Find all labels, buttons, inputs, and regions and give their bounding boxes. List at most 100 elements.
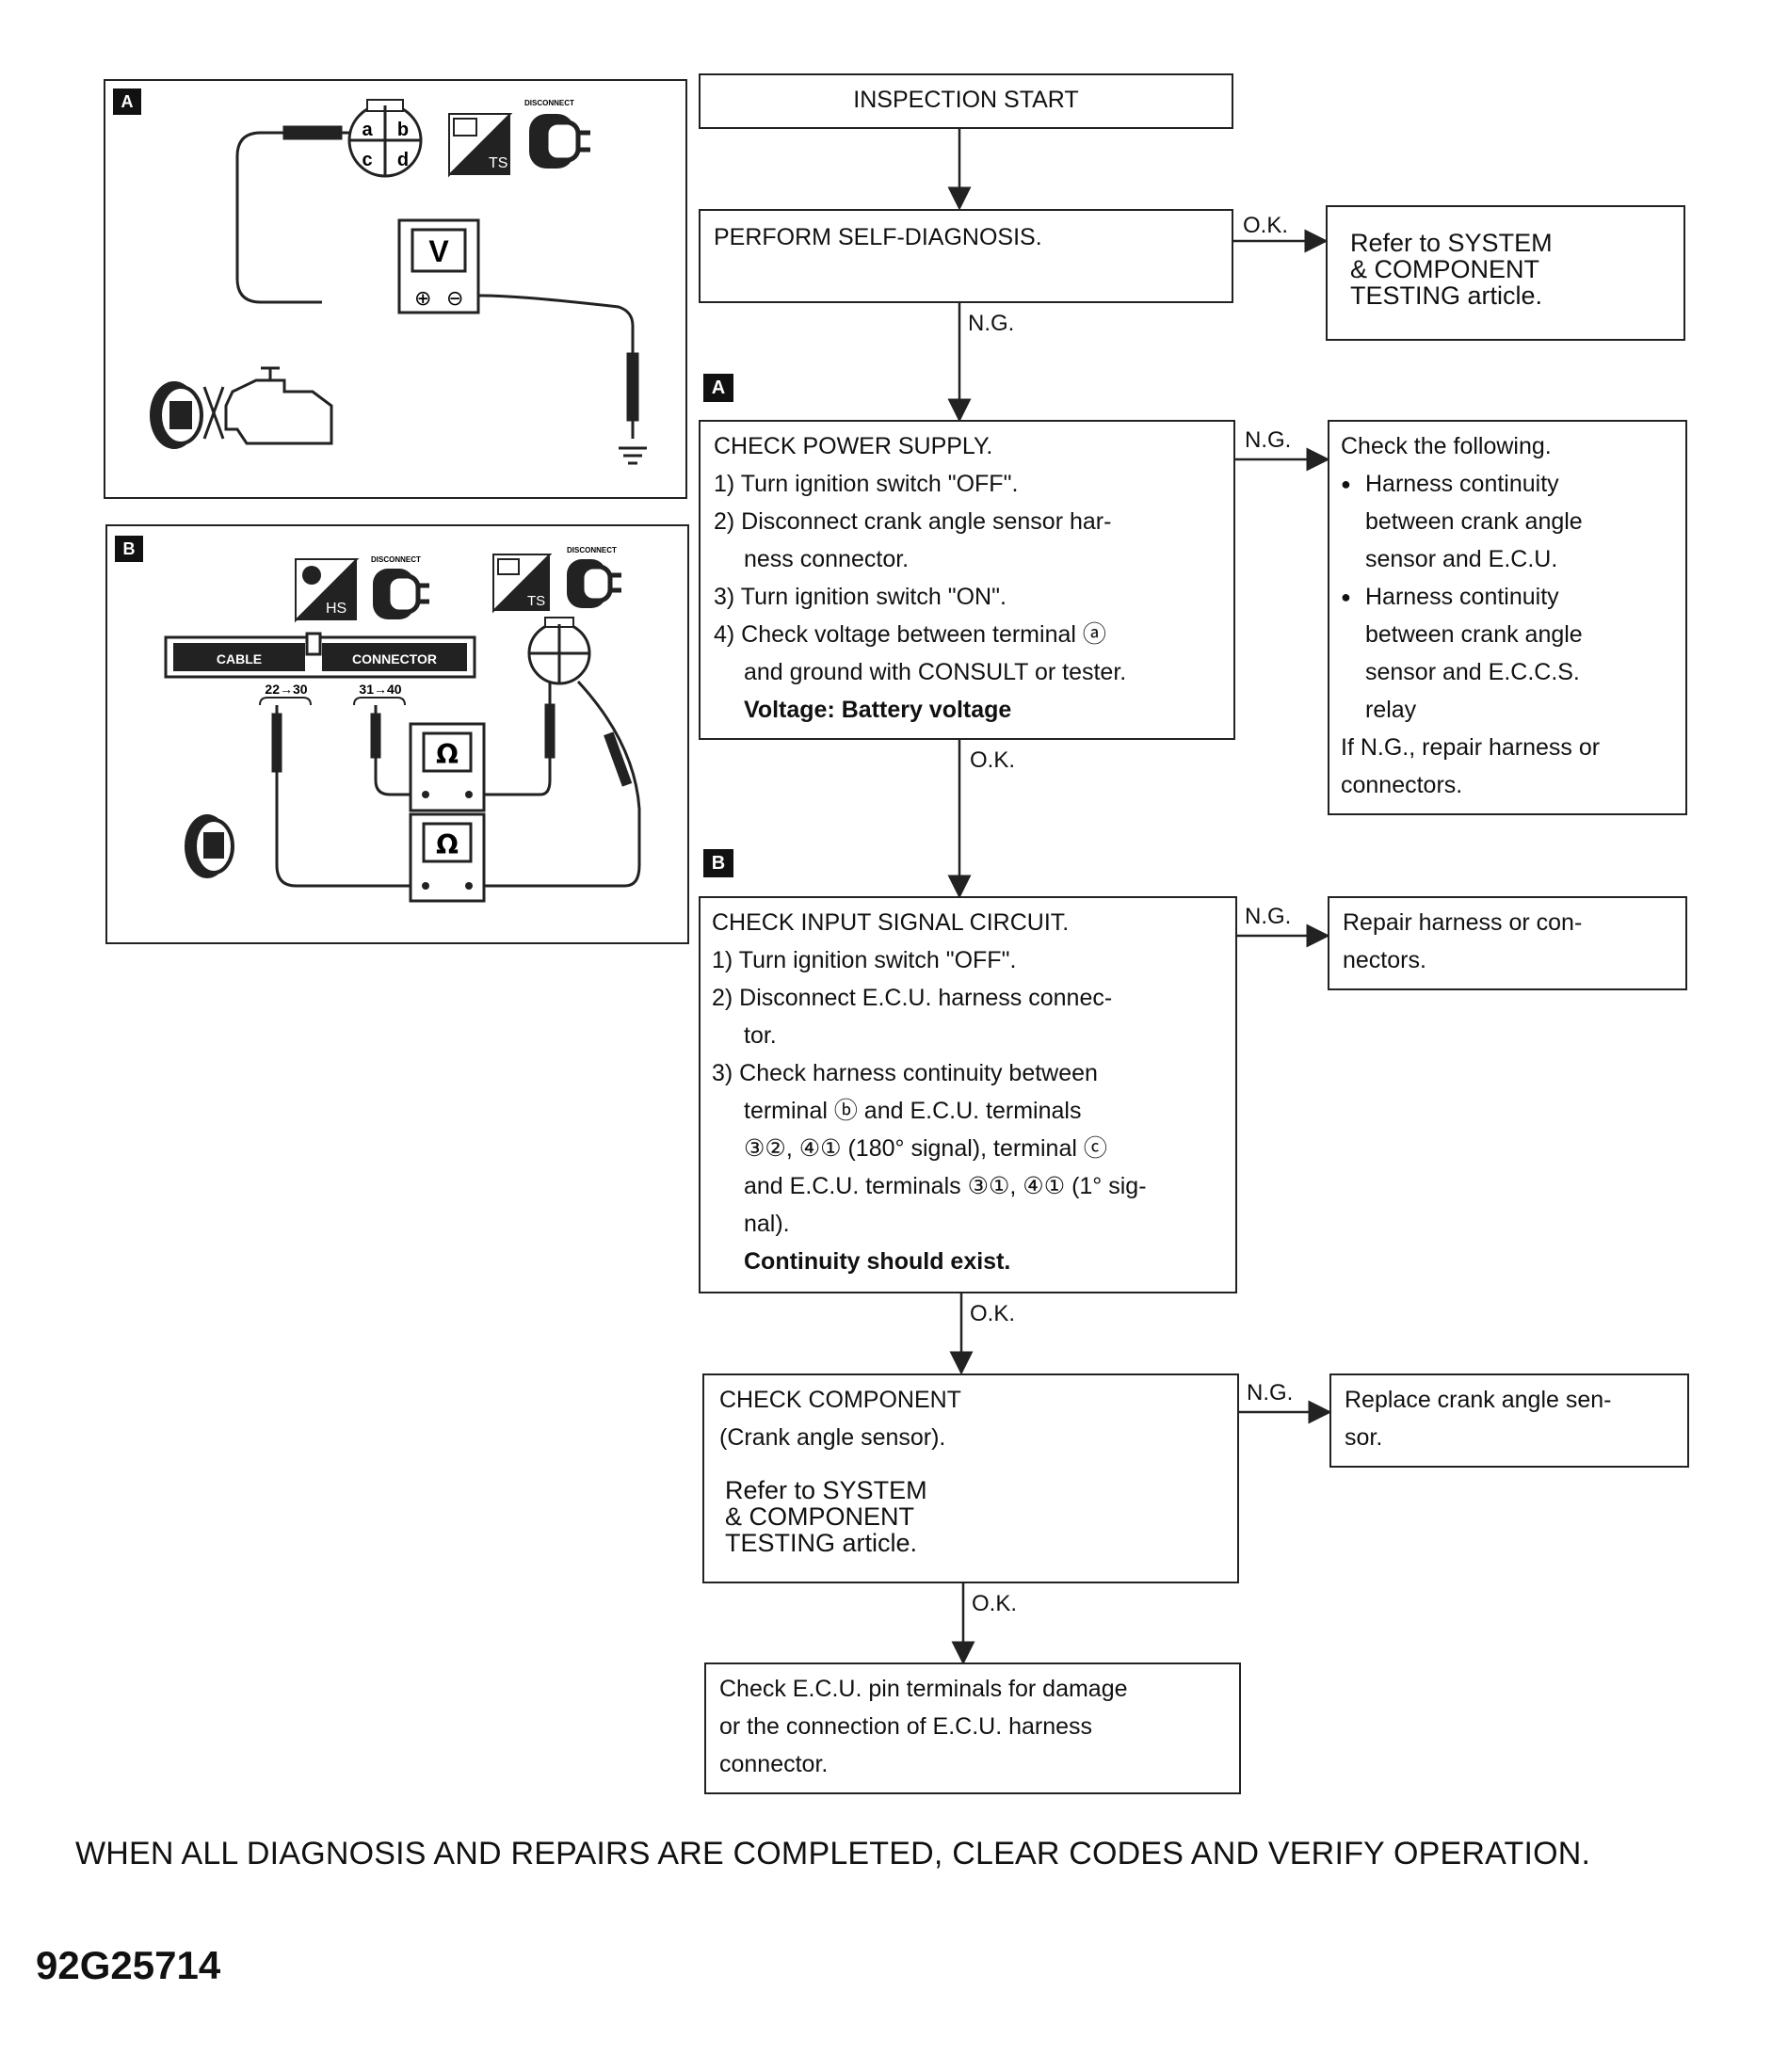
pin-b: b bbox=[397, 120, 409, 140]
power-ng-line-8: relay bbox=[1365, 697, 1417, 723]
input-line-8: and E.C.U. terminals ③①, ④① (1° sig- bbox=[744, 1173, 1147, 1199]
power-line-8: Voltage: Battery voltage bbox=[744, 697, 1012, 723]
svg-text:DISCONNECT: DISCONNECT bbox=[524, 99, 574, 107]
power-ng-line-2: Harness continuity bbox=[1341, 465, 1559, 504]
svg-text:22→30: 22→30 bbox=[265, 682, 307, 697]
hs-harness-icon: HS bbox=[295, 558, 360, 623]
input-line-7: ③②, ④① (180° signal), terminal ⓒ bbox=[744, 1135, 1107, 1162]
engine-running-icon bbox=[202, 366, 333, 445]
ng-label-power: N.G. bbox=[1245, 427, 1292, 453]
input-line-1: CHECK INPUT SIGNAL CIRCUIT. bbox=[712, 909, 1070, 936]
ok-label-component: O.K. bbox=[972, 1591, 1018, 1616]
input-line-10: Continuity should exist. bbox=[744, 1248, 1011, 1275]
power-ng-line-5: Harness continuity bbox=[1341, 578, 1559, 617]
power-line-4: ness connector. bbox=[744, 546, 910, 572]
power-line-5: 3) Turn ignition switch "ON". bbox=[714, 584, 1007, 610]
check-input-signal-box: CHECK INPUT SIGNAL CIRCUIT. 1) Turn igni… bbox=[699, 896, 1237, 1293]
power-line-3: 2) Disconnect crank angle sensor har- bbox=[714, 508, 1112, 535]
svg-text:DISCONNECT: DISCONNECT bbox=[567, 546, 617, 554]
power-ng-box: Check the following. Harness continuity … bbox=[1328, 420, 1687, 815]
self-diagnosis-ok-box: Refer to SYSTEM & COMPONENT TESTING arti… bbox=[1326, 205, 1685, 341]
ts-harness-icon-b: TS bbox=[492, 554, 553, 614]
power-ng-line-6: between crank angle bbox=[1365, 621, 1583, 648]
svg-text:Ω: Ω bbox=[436, 739, 459, 770]
ohmmeter-icon-1: Ω bbox=[409, 722, 486, 812]
svg-text:⊕: ⊕ bbox=[414, 287, 431, 311]
disconnect-sensor-icon: DISCONNECT bbox=[567, 546, 621, 608]
figure-code: 92G25714 bbox=[36, 1943, 221, 1987]
sensor-connector-icon-b bbox=[527, 617, 591, 685]
ng-label-self-diag: N.G. bbox=[968, 311, 1015, 336]
ok-ref-line-2: & COMPONENT bbox=[1350, 255, 1540, 283]
component-ref-2: & COMPONENT bbox=[725, 1502, 915, 1531]
svg-text:CABLE: CABLE bbox=[217, 651, 262, 667]
input-line-2: 1) Turn ignition switch "OFF". bbox=[712, 947, 1017, 973]
check-power-supply-box: CHECK POWER SUPPLY. 1) Turn ignition swi… bbox=[699, 420, 1235, 740]
ok-label-self-diag: O.K. bbox=[1243, 213, 1289, 238]
component-ng-line-2: sor. bbox=[1345, 1424, 1383, 1451]
input-ng-line-1: Repair harness or con- bbox=[1343, 909, 1583, 936]
illustration-panel-a: A a b c d TS bbox=[104, 79, 687, 499]
step-badge-a: A bbox=[703, 374, 733, 402]
input-line-6: terminal ⓑ and E.C.U. terminals bbox=[744, 1098, 1082, 1124]
power-ng-line-1: Check the following. bbox=[1341, 433, 1552, 459]
svg-text:⊖: ⊖ bbox=[446, 287, 463, 311]
voltage-test-diagram: a b c d TS DISCONNECT V ⊕ ⊖ bbox=[150, 99, 647, 465]
ts-label: TS bbox=[489, 155, 507, 171]
final-check-box: Check E.C.U. pin terminals for damage or… bbox=[704, 1662, 1241, 1794]
ok-label-input: O.K. bbox=[970, 1301, 1016, 1326]
ignition-key-off-icon bbox=[185, 814, 234, 878]
self-diagnosis-text: PERFORM SELF-DIAGNOSIS. bbox=[714, 224, 1042, 250]
ts-harness-icon: TS bbox=[448, 113, 513, 178]
power-ng-line-3: between crank angle bbox=[1365, 508, 1583, 535]
power-line-2: 1) Turn ignition switch "OFF". bbox=[714, 471, 1019, 497]
pin-d: d bbox=[397, 150, 409, 170]
panel-a-badge: A bbox=[113, 88, 141, 115]
ok-ref-line-1: Refer to SYSTEM bbox=[1350, 229, 1553, 257]
ng-label-input: N.G. bbox=[1245, 904, 1292, 929]
final-line-3: connector. bbox=[719, 1751, 829, 1777]
svg-text:31→40: 31→40 bbox=[359, 682, 401, 697]
voltmeter-icon: V ⊕ ⊖ bbox=[397, 218, 480, 314]
ok-label-power: O.K. bbox=[970, 747, 1016, 773]
power-ng-line-9: If N.G., repair harness or bbox=[1341, 734, 1601, 761]
component-ref-1: Refer to SYSTEM bbox=[725, 1476, 927, 1504]
ecu-connector-icon: CABLE CONNECTOR 22→30 31→40 bbox=[164, 632, 476, 706]
svg-text:HS: HS bbox=[326, 601, 346, 617]
input-line-9: nal). bbox=[744, 1211, 790, 1237]
footer-note: WHEN ALL DIAGNOSIS AND REPAIRS ARE COMPL… bbox=[75, 1836, 1591, 1871]
disconnect-ecu-icon: DISCONNECT bbox=[371, 555, 429, 619]
power-ng-line-7: sensor and E.C.C.S. bbox=[1365, 659, 1580, 685]
component-line-2: (Crank angle sensor). bbox=[719, 1424, 946, 1451]
input-line-4: tor. bbox=[744, 1022, 777, 1049]
self-diagnosis-box: PERFORM SELF-DIAGNOSIS. bbox=[699, 209, 1233, 303]
illustration-panel-b: B HS DISCONNECT TS DISCONNECT bbox=[105, 524, 689, 944]
ng-label-component: N.G. bbox=[1247, 1380, 1294, 1405]
step-badge-b: B bbox=[703, 849, 733, 877]
component-ref-3: TESTING article. bbox=[725, 1529, 918, 1557]
inspection-start-text: INSPECTION START bbox=[853, 87, 1079, 113]
input-ng-line-2: nectors. bbox=[1343, 947, 1426, 973]
check-component-box: CHECK COMPONENT (Crank angle sensor). Re… bbox=[702, 1373, 1239, 1583]
power-ng-line-4: sensor and E.C.U. bbox=[1365, 546, 1558, 572]
svg-text:TS: TS bbox=[527, 593, 545, 609]
continuity-test-diagram: HS DISCONNECT TS DISCONNECT bbox=[164, 546, 641, 903]
ohmmeter-icon-2: Ω bbox=[409, 812, 486, 903]
sensor-connector-icon: a b c d bbox=[347, 99, 423, 178]
power-line-6: 4) Check voltage between terminal ⓐ bbox=[714, 621, 1106, 648]
inspection-start-box: INSPECTION START bbox=[699, 73, 1233, 129]
ok-ref-line-3: TESTING article. bbox=[1350, 281, 1543, 310]
disconnect-icon: DISCONNECT bbox=[524, 99, 590, 169]
input-line-5: 3) Check harness continuity between bbox=[712, 1060, 1098, 1086]
ignition-key-on-icon bbox=[150, 381, 203, 449]
power-line-1: CHECK POWER SUPPLY. bbox=[714, 433, 993, 459]
power-line-7: and ground with CONSULT or tester. bbox=[744, 659, 1127, 685]
component-line-1: CHECK COMPONENT bbox=[719, 1387, 961, 1413]
component-ng-box: Replace crank angle sen- sor. bbox=[1329, 1373, 1689, 1468]
power-ng-line-10: connectors. bbox=[1341, 772, 1463, 798]
pin-c: c bbox=[362, 150, 372, 170]
svg-text:CONNECTOR: CONNECTOR bbox=[352, 651, 437, 667]
component-ng-line-1: Replace crank angle sen- bbox=[1345, 1387, 1612, 1413]
input-ng-box: Repair harness or con- nectors. bbox=[1328, 896, 1687, 990]
